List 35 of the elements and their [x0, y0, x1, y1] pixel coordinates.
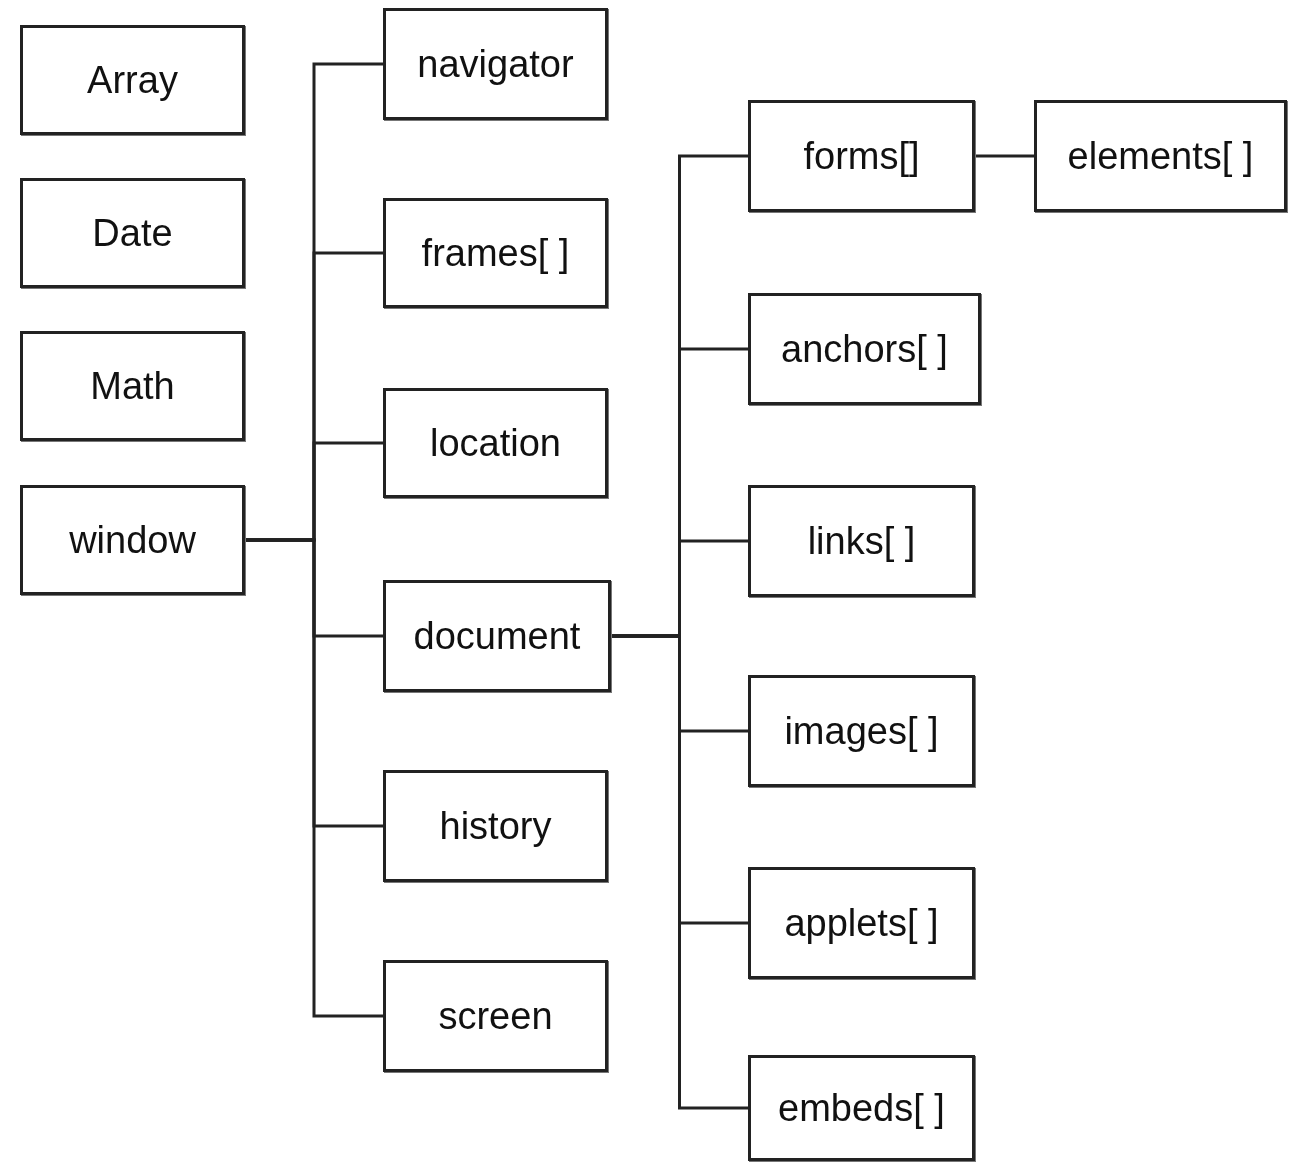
object-box — [748, 867, 975, 979]
object-box — [748, 293, 981, 405]
object-name: applets[ ] — [784, 901, 939, 945]
object-box — [20, 178, 245, 288]
object-name: history — [439, 804, 552, 848]
object-box — [383, 388, 608, 498]
object-name: anchors[ ] — [781, 327, 948, 371]
object-name: elements[ ] — [1067, 134, 1254, 178]
object-name: forms[] — [803, 134, 920, 178]
object-name: document — [413, 614, 581, 658]
object-box — [748, 100, 975, 212]
object-name: images[ ] — [784, 709, 939, 753]
object-name: navigator — [417, 42, 574, 86]
object-name: Array — [87, 58, 178, 102]
object-name: Date — [92, 211, 173, 255]
object-box — [20, 25, 245, 135]
object-name: embeds[ ] — [778, 1086, 945, 1130]
object-box — [383, 580, 611, 692]
object-box — [20, 331, 245, 441]
object-name: links[ ] — [807, 519, 916, 563]
object-name: frames[ ] — [421, 231, 570, 275]
object-box — [383, 198, 608, 308]
object-box — [748, 675, 975, 787]
object-name: window — [69, 518, 196, 562]
object-name: location — [430, 421, 561, 465]
object-name: screen — [438, 994, 553, 1038]
object-box — [383, 960, 608, 1072]
object-box — [1034, 100, 1287, 212]
object-box — [748, 485, 975, 597]
connector-line — [975, 154, 1034, 158]
object-box — [748, 1055, 975, 1161]
object-name: Math — [90, 364, 175, 408]
object-box — [383, 8, 608, 120]
object-box — [20, 485, 245, 595]
object-box — [383, 770, 608, 882]
